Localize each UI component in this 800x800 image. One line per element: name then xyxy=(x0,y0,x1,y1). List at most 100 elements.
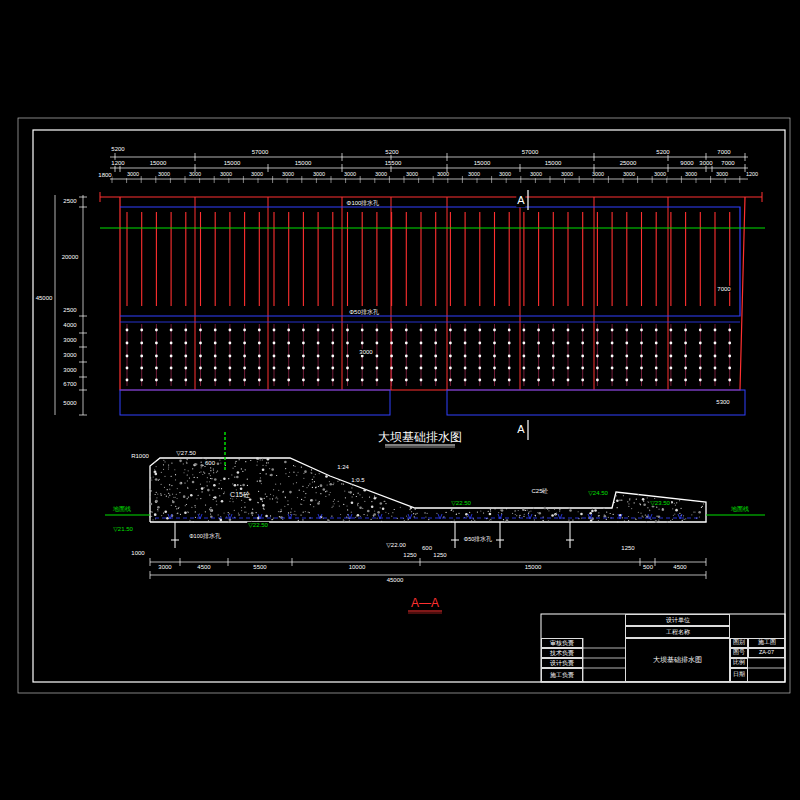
dimension-label: A—A xyxy=(410,597,440,610)
dimension-label: 3000 xyxy=(698,160,713,166)
drain-point xyxy=(258,379,261,382)
concrete-texture xyxy=(150,477,151,478)
concrete-texture xyxy=(308,512,309,513)
concrete-texture xyxy=(171,485,172,486)
apron-block xyxy=(447,390,745,415)
concrete-texture xyxy=(350,484,351,485)
drain-point xyxy=(229,329,232,332)
drain-hole-small xyxy=(523,324,524,386)
concrete-texture xyxy=(261,483,262,484)
concrete-texture xyxy=(206,481,207,482)
concrete-texture xyxy=(598,515,599,516)
concrete-texture xyxy=(213,472,214,473)
concrete-texture xyxy=(525,510,526,511)
drain-point xyxy=(537,379,540,382)
dimension-line xyxy=(83,195,84,415)
concrete-texture xyxy=(181,482,182,483)
drain-point xyxy=(273,342,276,345)
drain-point xyxy=(376,342,379,345)
drain-point xyxy=(258,367,261,370)
drain-hole xyxy=(273,212,274,306)
drain-mark xyxy=(618,514,622,519)
concrete-texture xyxy=(327,520,330,523)
concrete-texture xyxy=(385,503,386,504)
drain-hole-small xyxy=(141,324,142,386)
drain-point xyxy=(126,367,129,370)
title-underline xyxy=(385,447,455,448)
concrete-texture xyxy=(503,519,504,520)
drain-hole xyxy=(391,212,392,306)
drain-hole xyxy=(229,212,230,306)
concrete-texture xyxy=(245,461,246,462)
concrete-texture xyxy=(236,489,237,490)
concrete-texture xyxy=(414,516,415,517)
concrete-texture xyxy=(303,500,304,501)
concrete-texture xyxy=(598,512,599,513)
dimension-label: Φ50排水孔 xyxy=(463,537,494,543)
concrete-texture xyxy=(488,511,489,512)
block-joint xyxy=(668,197,669,390)
concrete-texture xyxy=(291,508,292,509)
drain-point xyxy=(287,355,290,358)
drain-point xyxy=(258,355,261,358)
dimension-tick xyxy=(745,164,746,172)
concrete-texture xyxy=(684,519,685,520)
dimension-label: 3000 xyxy=(126,172,140,178)
drain-point xyxy=(684,379,687,382)
section-mark xyxy=(527,420,528,440)
concrete-texture xyxy=(280,509,281,510)
concrete-texture xyxy=(193,464,196,467)
dimension-tick xyxy=(491,176,492,183)
drain-point xyxy=(537,329,540,332)
concrete-texture xyxy=(616,492,617,493)
concrete-texture xyxy=(428,519,429,520)
concrete-texture xyxy=(373,513,376,516)
concrete-texture xyxy=(351,512,352,513)
concrete-texture xyxy=(241,507,242,508)
concrete-texture xyxy=(569,509,572,512)
concrete-texture xyxy=(483,512,484,513)
concrete-texture xyxy=(205,511,206,512)
concrete-texture xyxy=(523,516,524,517)
concrete-texture xyxy=(332,484,333,485)
dimension-label: 1000 xyxy=(130,550,145,556)
concrete-texture xyxy=(310,504,311,505)
drain-hole-small xyxy=(538,324,539,386)
drain-point xyxy=(596,329,599,332)
drain-point xyxy=(126,379,129,382)
drain-point xyxy=(243,329,246,332)
drain-point xyxy=(199,379,202,382)
drain-point xyxy=(478,355,481,358)
concrete-texture xyxy=(501,509,504,512)
drain-point xyxy=(170,367,173,370)
drain-point xyxy=(567,379,570,382)
concrete-texture xyxy=(358,493,359,494)
drain-point xyxy=(273,367,276,370)
concrete-texture xyxy=(357,503,358,504)
concrete-texture xyxy=(221,488,222,489)
drain-point xyxy=(552,355,555,358)
concrete-texture xyxy=(161,484,162,485)
concrete-texture xyxy=(672,519,673,520)
concrete-texture xyxy=(404,520,405,521)
concrete-texture xyxy=(415,514,416,515)
dimension-tick xyxy=(79,316,87,317)
concrete-texture xyxy=(245,469,246,470)
concrete-texture xyxy=(327,484,328,485)
concrete-texture xyxy=(337,481,338,482)
drain-point xyxy=(140,329,143,332)
drain-hole xyxy=(259,212,260,306)
concrete-texture xyxy=(242,471,243,472)
outer-frame xyxy=(18,118,790,693)
concrete-texture xyxy=(164,461,165,462)
concrete-texture xyxy=(675,505,676,506)
concrete-texture xyxy=(527,509,528,510)
drain-point xyxy=(405,379,408,382)
concrete-texture xyxy=(384,501,385,502)
drain-point xyxy=(625,379,628,382)
concrete-texture xyxy=(569,508,570,509)
drain-hole-small xyxy=(479,324,480,386)
dimension-tick xyxy=(331,176,332,183)
dimension-label: 500 xyxy=(642,564,654,570)
drain-mark xyxy=(588,514,592,519)
